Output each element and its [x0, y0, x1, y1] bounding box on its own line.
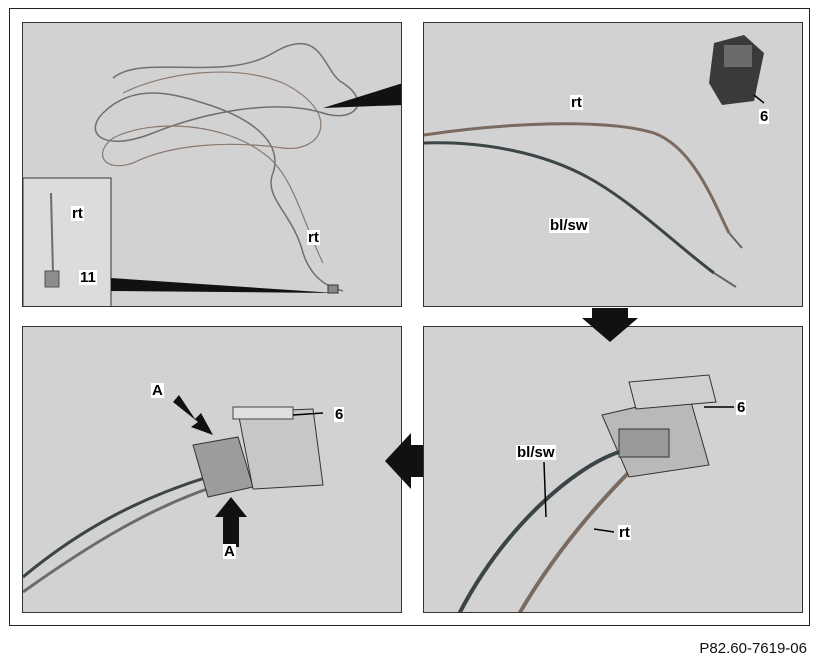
step-arrow-left-icon — [385, 433, 423, 489]
connector-assembly-drawing — [23, 395, 324, 594]
connector-6-closeup — [601, 374, 717, 478]
panel-top-left: rt rt 11 — [22, 22, 402, 307]
panel-bottom-left: A A 6 — [22, 326, 402, 613]
label-rt-inset: rt — [71, 205, 84, 222]
label-a-top: A — [151, 382, 164, 399]
panel-top-right: rt bl/sw 6 — [423, 22, 803, 307]
label-rt: rt — [618, 524, 631, 541]
panel-bottom-right: bl/sw rt 6 — [423, 326, 803, 613]
wires-drawing — [424, 35, 765, 288]
label-a-bottom: A — [223, 543, 236, 560]
figure-reference: P82.60-7619-06 — [699, 640, 807, 657]
connector-closeup-drawing — [457, 374, 734, 612]
label-component-6: 6 — [334, 406, 345, 423]
label-component-6: 6 — [736, 399, 747, 416]
step-arrow-down-icon — [582, 308, 638, 342]
label-rt: rt — [570, 94, 583, 111]
label-component-6: 6 — [759, 108, 770, 125]
connector-6-assembled — [192, 406, 324, 498]
label-component-11: 11 — [79, 269, 97, 286]
wire-loop-drawing — [23, 42, 401, 306]
label-rt-wire: rt — [307, 229, 320, 246]
label-bl-sw: bl/sw — [549, 217, 589, 234]
connector-6-small — [709, 35, 764, 105]
label-bl-sw: bl/sw — [516, 444, 556, 461]
